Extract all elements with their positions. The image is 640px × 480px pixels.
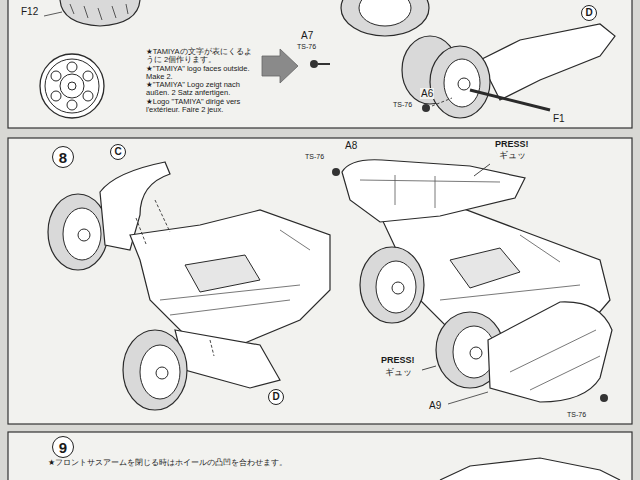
part-label: A6 bbox=[420, 88, 434, 99]
chassis-detail bbox=[160, 230, 310, 315]
tire bbox=[60, 0, 140, 26]
part-label: A9 bbox=[428, 400, 442, 411]
tire bbox=[341, 0, 429, 36]
chassis-detail bbox=[440, 235, 580, 300]
wheel-rim bbox=[45, 59, 99, 113]
screw-code: TS-76 bbox=[566, 411, 587, 419]
part-group-letter: D bbox=[581, 5, 597, 21]
part-group-letter-text: D bbox=[272, 392, 279, 402]
wheel-hub bbox=[78, 229, 90, 241]
assembly-guide bbox=[136, 218, 146, 244]
press-callout: ギュッ bbox=[384, 368, 413, 378]
direction-arrow bbox=[262, 49, 298, 83]
tire bbox=[48, 194, 108, 270]
wheel-hub bbox=[60, 74, 84, 98]
chassis bbox=[440, 458, 620, 480]
rim-hole bbox=[83, 71, 93, 81]
wing-detail bbox=[510, 330, 600, 390]
note-text: ★フロントサスアームを閉じる時はホイールの凸凹を合わせます。 bbox=[47, 459, 288, 468]
step-number-text: 9 bbox=[59, 440, 67, 455]
wheel-rim bbox=[40, 54, 104, 118]
part-label: F1 bbox=[552, 113, 566, 124]
wheel-rim bbox=[444, 59, 480, 107]
part-group-letter: C bbox=[110, 144, 126, 160]
chassis-detail bbox=[185, 255, 260, 292]
part-group-letter-text: D bbox=[585, 8, 592, 18]
wheel-hub bbox=[156, 367, 168, 379]
wing-part bbox=[488, 302, 612, 402]
screw bbox=[422, 104, 430, 112]
tire bbox=[430, 46, 490, 118]
wheel-hub bbox=[470, 347, 482, 359]
assembly-guide bbox=[210, 340, 214, 356]
step-number-text: 8 bbox=[59, 150, 67, 165]
note-text: ★TAMIYAの文字が表にくるように 2個作ります。 bbox=[146, 48, 258, 65]
step-panel bbox=[8, 0, 632, 128]
note-text: ★Logo "TAMIYA" dirigé vers l'extérieur. … bbox=[146, 98, 258, 115]
wheel-rim bbox=[63, 208, 101, 260]
shaft bbox=[470, 90, 550, 110]
press-callout: PRESS! bbox=[494, 140, 530, 150]
leader-line bbox=[44, 12, 62, 16]
leader-line bbox=[448, 392, 488, 404]
note-text: ★"TAMIYA" logo faces outside. Make 2. bbox=[146, 65, 258, 82]
press-callout: ギュッ bbox=[498, 151, 527, 161]
screw bbox=[318, 63, 330, 65]
screw-code: TS-76 bbox=[304, 153, 325, 161]
tire bbox=[123, 330, 187, 410]
wing-part bbox=[342, 160, 525, 222]
wheel-hub bbox=[392, 282, 404, 294]
rim-hole bbox=[67, 100, 77, 110]
step-panel bbox=[8, 432, 632, 480]
wing-detail bbox=[360, 175, 500, 208]
rim-hole bbox=[51, 91, 61, 101]
leader-line bbox=[422, 366, 436, 370]
assembly-guide bbox=[432, 98, 452, 106]
part-label: A8 bbox=[344, 140, 358, 151]
suspension-arm bbox=[175, 330, 280, 388]
note-block: ★TAMIYAの文字が表にくるように 2個作ります。★"TAMIYA" logo… bbox=[146, 48, 258, 114]
wheel-rim bbox=[376, 261, 416, 313]
step-panel bbox=[8, 138, 632, 424]
tire-tread bbox=[70, 4, 128, 20]
part-group-letter: D bbox=[268, 389, 284, 405]
part-label: F12 bbox=[20, 6, 39, 17]
step-number: 8 bbox=[52, 146, 74, 168]
screw bbox=[332, 168, 340, 176]
tire bbox=[360, 247, 424, 323]
rim-hole bbox=[83, 91, 93, 101]
wheel-rim bbox=[140, 345, 180, 399]
press-callout: PRESS! bbox=[380, 356, 416, 366]
wheel-hub bbox=[458, 78, 470, 90]
wheel-rim bbox=[359, 0, 411, 26]
part-group-letter-text: C bbox=[114, 147, 121, 157]
rim-hole bbox=[67, 62, 77, 72]
suspension-arm bbox=[480, 24, 615, 100]
step-number: 9 bbox=[52, 436, 74, 458]
chassis-detail bbox=[450, 248, 520, 288]
screw-code: TS-76 bbox=[296, 43, 317, 51]
chassis bbox=[130, 210, 330, 345]
assembly-guide bbox=[155, 200, 170, 232]
leader-line bbox=[474, 164, 490, 176]
screw bbox=[310, 60, 318, 68]
note-text: ★"TAMIYA" Logo zeigt nach außen. 2 Satz … bbox=[146, 81, 258, 98]
wheel-hub bbox=[68, 82, 76, 90]
part-label: A7 bbox=[300, 30, 314, 41]
screw-code: TS-76 bbox=[392, 101, 413, 109]
rim-hole bbox=[51, 71, 61, 81]
screw bbox=[600, 394, 608, 402]
